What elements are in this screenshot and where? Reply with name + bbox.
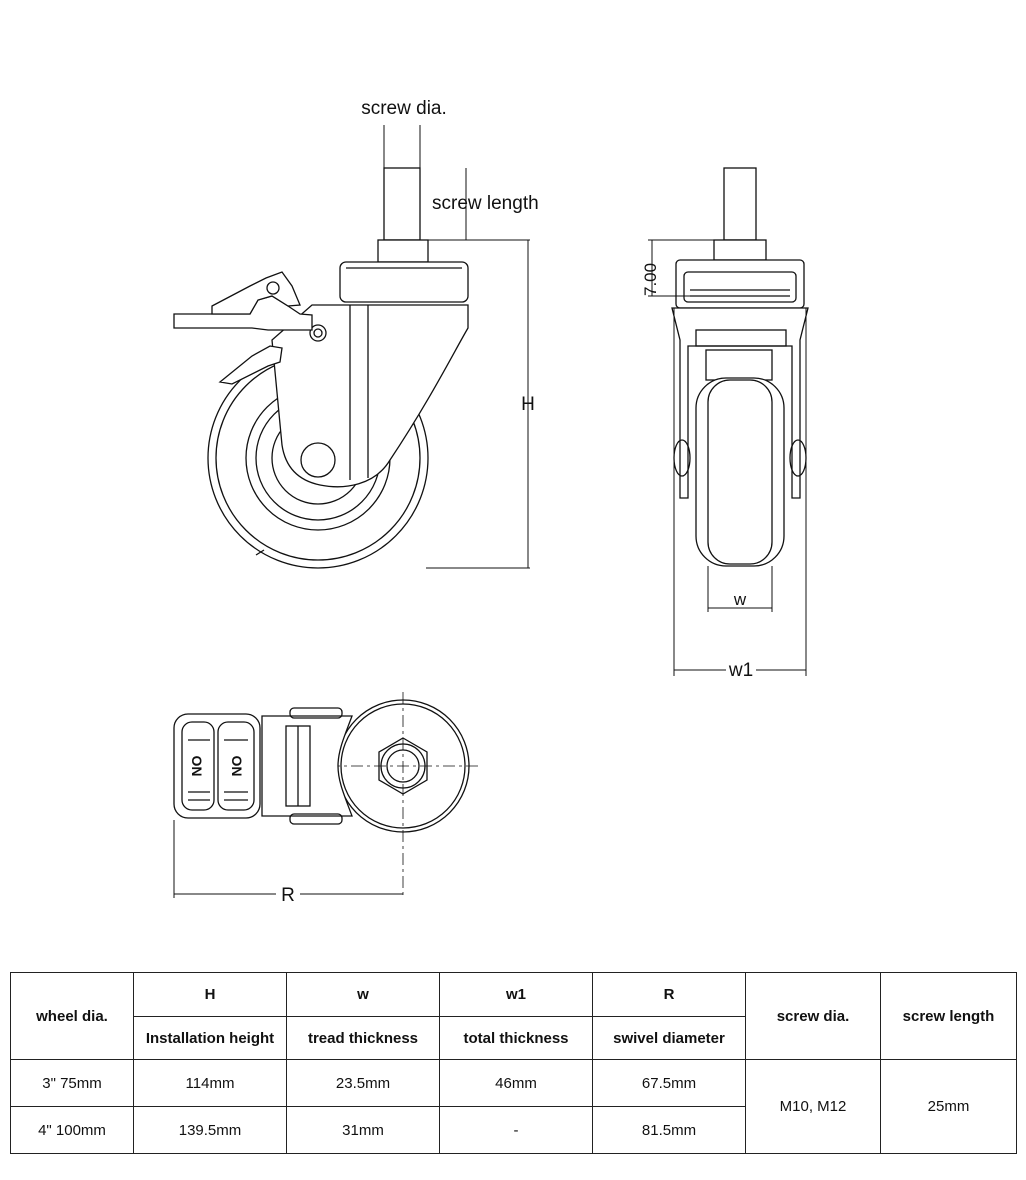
col-screw-dia: screw dia. [745,972,881,1060]
cell-wheel-dia: 4" 100mm [10,1106,134,1154]
col-H: H [133,972,287,1017]
label-H: H [521,394,535,415]
cell-H: 114mm [133,1059,287,1107]
label-brake-offset: 7.00 [641,263,660,296]
brake-logo-right: ON [229,756,245,777]
cell-w1: - [439,1106,593,1154]
cell-w1: 46mm [439,1059,593,1107]
col-w1-sub: total thickness [439,1016,593,1060]
front-view [671,167,809,567]
front-view-dimensions [648,239,807,676]
top-view-dimensions [173,820,403,898]
col-wheel-dia: wheel dia. [10,972,134,1060]
table-row: 3" 75mm 114mm 23.5mm 46mm 67.5mm M10, M1… [10,1059,1017,1154]
col-H-sub: Installation height [133,1016,287,1060]
table-row: 4" 100mm 139.5mm 31mm - 81.5mm [10,1106,1017,1154]
subheader-row: Installation height tread thickness tota… [11,1016,1017,1060]
brake-logo-left: ON [189,756,205,777]
cell-screw-dia: M10, M12 [745,1059,881,1154]
side-view-dimensions [383,125,530,569]
label-screw-dia: screw dia. [361,98,447,119]
label-w: w [733,590,747,609]
col-screw-length: screw length [880,972,1017,1060]
cell-wheel-dia: 3" 75mm [10,1059,134,1107]
col-R: R [592,972,746,1017]
side-view [173,167,469,569]
brake-logo: ON ON [189,756,245,777]
cell-w: 31mm [286,1106,440,1154]
label-w1: w1 [728,660,753,681]
col-R-sub: swivel diameter [592,1016,746,1060]
top-view [173,692,478,895]
cell-screw-length: 25mm [880,1059,1017,1154]
header-row: wheel dia. H w w1 R screw dia. screw len… [10,972,1017,1060]
col-w: w [286,972,440,1017]
col-w-sub: tread thickness [286,1016,440,1060]
label-screw-length: screw length [432,193,539,214]
cell-w: 23.5mm [286,1059,440,1107]
label-R: R [281,885,295,906]
caster-technical-drawing: ON ON screw dia. screw length H w w1 R 7… [173,98,809,906]
spec-table: wheel dia. H w w1 R screw dia. screw len… [10,972,1017,1154]
cell-R: 81.5mm [592,1106,746,1154]
cell-R: 67.5mm [592,1059,746,1107]
col-w1: w1 [439,972,593,1017]
cell-H: 139.5mm [133,1106,287,1154]
